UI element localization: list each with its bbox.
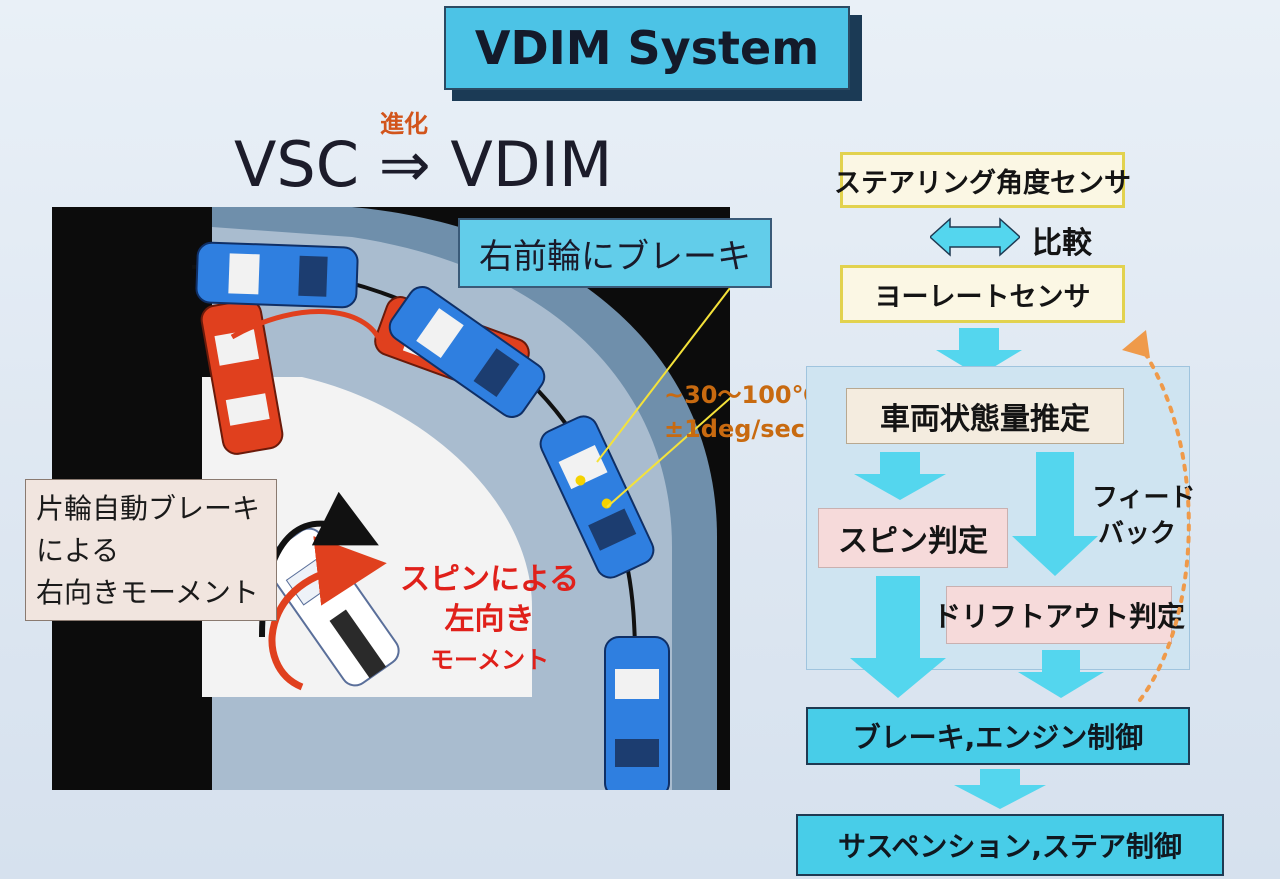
steering-angle-sensor-box: ステアリング角度センサ [834,152,1131,208]
sensor-leader-1 [596,286,730,463]
slide-title: VDIM System [444,6,850,90]
spin-line-3: モーメント [430,646,550,674]
spin-judgment-box: スピン判定 [818,508,1008,568]
cornering-diagram [52,207,730,790]
auto-brake-label: 片輪自動ブレーキ による 右向きモーメント [25,479,277,621]
down-arrow-from-spin [850,576,946,698]
left-moment-arrow [268,536,387,691]
auto-brake-line-2: による [36,534,120,567]
down-arrow-to-drift [1012,452,1098,576]
yaw-rate-sensor-box: ヨーレートセンサ [840,265,1125,323]
compare-double-arrow [930,217,1020,257]
vehicle-state-estimation-box: 車両状態量推定 [846,388,1124,444]
auto-brake-line-1: 片輪自動ブレーキ [36,492,261,525]
brake-engine-control-box: ブレーキ,エンジン制御 [806,707,1190,765]
blue-car-2 [388,286,546,418]
sensor-spec-label: ~30～100℃ ±1deg/sec [664,378,821,446]
spin-line-2: 左向き [444,602,535,637]
down-arrow-final [954,769,1046,809]
red-curve-arrow [230,309,385,348]
feedback-line-1: フィード [1092,483,1196,513]
down-arrow-1 [936,328,1022,376]
blue-car-4 [604,636,670,790]
feedback-line-2: バック [1098,519,1177,549]
front-right-brake-label: 右前輪にブレーキ [458,218,772,288]
compare-label: 比較 [1032,226,1092,261]
driftout-judgment-box: ドリフトアウト判定 [933,586,1185,644]
temp-range: ~30～100℃ [664,381,821,409]
headline: VSC ⇒ VDIM [234,128,613,201]
auto-brake-line-3: 右向きモーメント [36,576,259,609]
spin-moment-label: スピンによる 左向き モーメント [400,560,579,680]
rate-accuracy: ±1deg/sec [664,415,805,443]
evolution-label: 進化 [380,110,428,138]
feedback-dotted-arrow [1122,330,1191,702]
spin-line-1: スピンによる [400,562,580,597]
down-arrow-from-drift [1018,650,1104,698]
feedback-label: フィード バック [1092,480,1195,552]
suspension-steer-control-box: サスペンション,ステア制御 [796,814,1224,876]
blue-car-3 [539,415,655,579]
down-arrow-to-spin [854,452,946,500]
sensor-leader-2 [606,396,730,508]
blue-car-1 [195,241,359,309]
